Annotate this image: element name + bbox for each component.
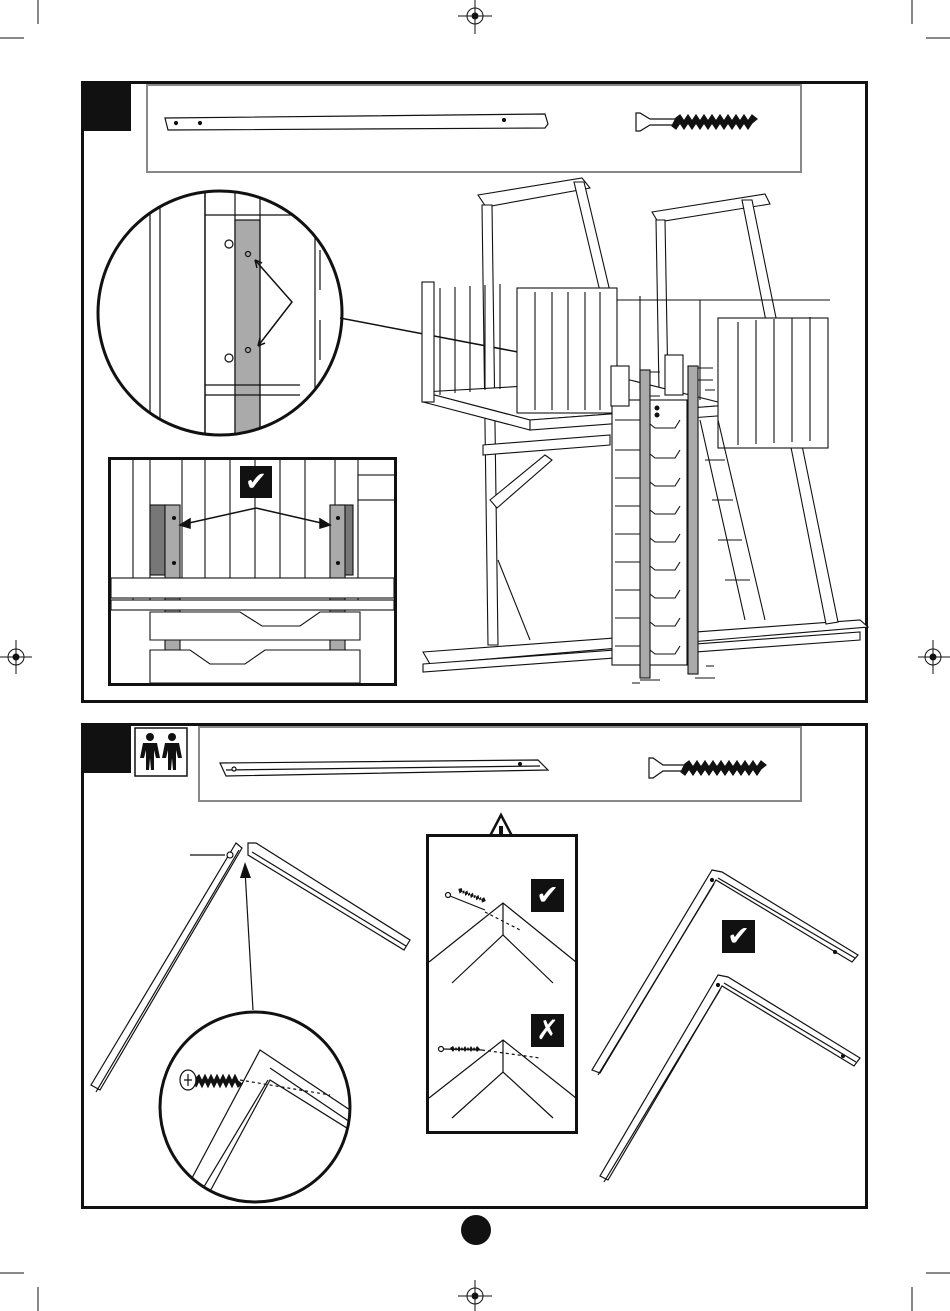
step2-number-box xyxy=(84,726,131,773)
warning-correct-mark: ✔ xyxy=(531,879,564,912)
step2-parts-bar xyxy=(198,726,802,802)
step1-parts-bar xyxy=(146,84,802,173)
page-number-badge xyxy=(461,1215,491,1245)
warning-wrong-mark: ✗ xyxy=(531,1014,564,1047)
step1-check-mark: ✔ xyxy=(240,466,272,498)
result-correct-mark: ✔ xyxy=(722,920,755,953)
step1-number-box xyxy=(84,84,131,131)
